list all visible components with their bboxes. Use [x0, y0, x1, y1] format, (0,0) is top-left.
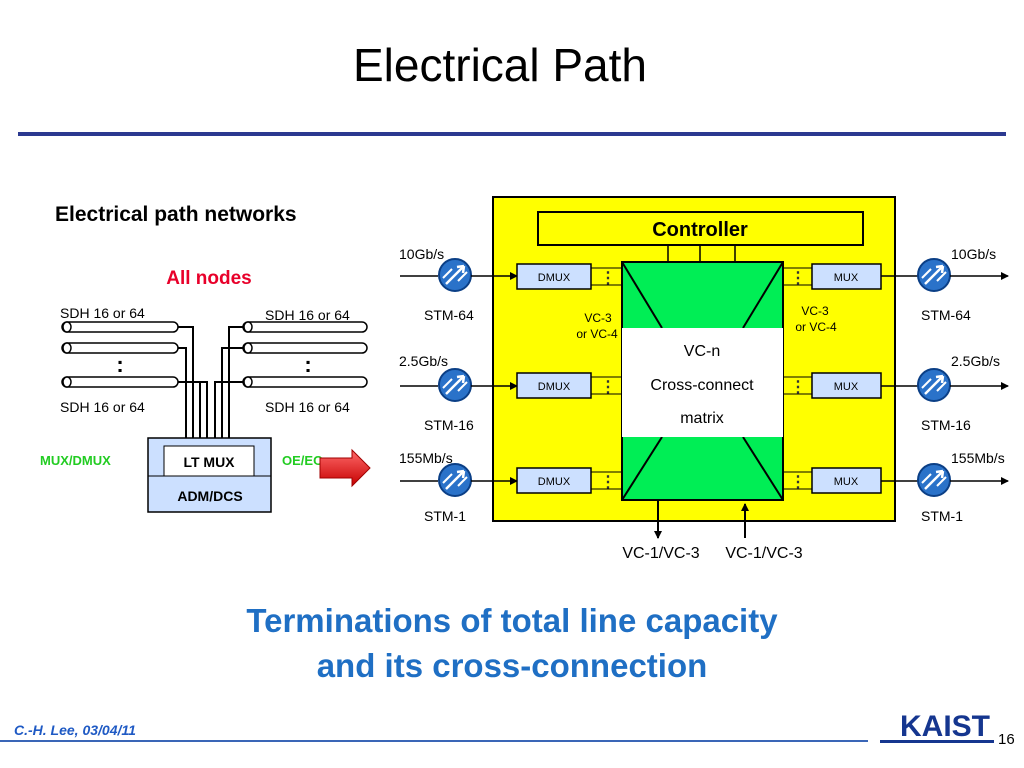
svg-text:⋮: ⋮	[600, 379, 616, 396]
stm-label-right: STM-1	[921, 508, 963, 524]
rate-label-left: 2.5Gb/s	[399, 353, 448, 369]
sdh-top-right-label: SDH 16 or 64	[265, 307, 350, 323]
stm-label-left: STM-64	[424, 307, 474, 323]
stm-label-right: STM-16	[921, 417, 971, 433]
matrix-label-line3: matrix	[680, 410, 724, 427]
matrix-label-line2: Cross-connect	[650, 377, 754, 394]
rate-label-left: 155Mb/s	[399, 450, 453, 466]
controller-box	[537, 211, 864, 246]
vc-right-label-1: VC-3	[801, 304, 829, 318]
amplifier-icon	[916, 367, 952, 403]
caption: Terminations of total line capacity and …	[0, 598, 1024, 688]
title-divider	[18, 132, 1006, 136]
matrix-label-line1: VC-n	[684, 343, 720, 360]
dmux-box	[516, 467, 592, 494]
stm-label-right: STM-64	[921, 307, 971, 323]
controller-label: Controller	[652, 219, 748, 241]
footer-author: C.-H. Lee, 03/04/11	[14, 722, 136, 738]
caption-line-1: Terminations of total line capacity	[246, 602, 778, 639]
mux-dmux-label: MUX/DMUX	[40, 453, 111, 468]
rate-label-right: 2.5Gb/s	[951, 353, 1000, 369]
all-nodes-label: All nodes	[166, 268, 252, 289]
bottom-output-right-label: VC-1/VC-3	[725, 545, 802, 562]
adm-dcs-label: ADM/DCS	[177, 488, 242, 504]
vc-left-label-1: VC-3	[584, 311, 612, 325]
svg-text:⋮: ⋮	[790, 270, 806, 287]
stm-label-left: STM-1	[424, 508, 466, 524]
vc-left-label-2: or VC-4	[576, 327, 618, 341]
lt-mux-box	[163, 445, 255, 477]
rate-label-right: 10Gb/s	[951, 246, 996, 262]
mux-label: MUX	[834, 381, 859, 393]
svg-text:⋮: ⋮	[600, 474, 616, 491]
sdh-bottom-right-label: SDH 16 or 64	[265, 399, 350, 415]
row-stm16: 2.5Gb/s 2.5Gb/s DMUX ⋮ ⋮ MUX STM-16 STM-…	[399, 353, 1009, 433]
matrix-diagonals	[621, 261, 784, 501]
rate-label-left: 10Gb/s	[399, 246, 444, 262]
bottom-outputs: VC-1/VC-3 VC-1/VC-3	[622, 500, 803, 562]
dmux-label: DMUX	[538, 272, 571, 284]
amplifier-icon	[916, 257, 952, 293]
mux-label: MUX	[834, 476, 859, 488]
row-stm64: 10Gb/s 10Gb/s DMUX ⋮ ⋮ MUX STM-64 STM-64	[399, 246, 1009, 323]
svg-text:⋮: ⋮	[790, 379, 806, 396]
right-cable-ellipsis: :	[304, 352, 311, 377]
dmux-label: DMUX	[538, 476, 571, 488]
row-stm1: 155Mb/s 155Mb/s DMUX ⋮ ⋮ MUX STM-1 STM-1	[399, 450, 1009, 524]
vc-right-label-2: or VC-4	[795, 320, 837, 334]
page-number: 16	[998, 731, 1015, 748]
footer-divider	[0, 740, 868, 742]
controller-links	[667, 245, 736, 262]
cable-to-mux-wires	[178, 326, 243, 445]
oe-eo-label: OE/EO	[282, 453, 323, 468]
amplifier-icon	[437, 257, 473, 293]
dmux-box	[516, 372, 592, 399]
amplifier-icon	[916, 462, 952, 498]
section-heading: Electrical path networks	[55, 203, 297, 226]
left-fiber-cables	[61, 321, 179, 388]
svg-text:⋮: ⋮	[790, 474, 806, 491]
sdh-top-left-label: SDH 16 or 64	[60, 305, 145, 321]
right-fiber-cables	[242, 321, 368, 388]
right-arrow-icon	[319, 448, 371, 488]
dmux-box	[516, 263, 592, 290]
bottom-output-left-label: VC-1/VC-3	[622, 545, 699, 562]
amplifier-icon	[437, 462, 473, 498]
dmux-label: DMUX	[538, 381, 571, 393]
mux-box	[811, 467, 882, 494]
kaist-logo: KAIST	[880, 708, 994, 746]
sdh-bottom-left-label: SDH 16 or 64	[60, 399, 145, 415]
kaist-logo-text: KAIST	[900, 710, 990, 743]
amplifier-icon	[437, 367, 473, 403]
slide-title: Electrical Path	[352, 39, 647, 91]
svg-text:⋮: ⋮	[600, 270, 616, 287]
caption-line-2: and its cross-connection	[316, 647, 708, 684]
lt-mux-label: LT MUX	[183, 454, 235, 470]
stm-label-left: STM-16	[424, 417, 474, 433]
rate-label-right: 155Mb/s	[951, 450, 1005, 466]
mux-label: MUX	[834, 272, 859, 284]
left-cable-ellipsis: :	[116, 352, 123, 377]
